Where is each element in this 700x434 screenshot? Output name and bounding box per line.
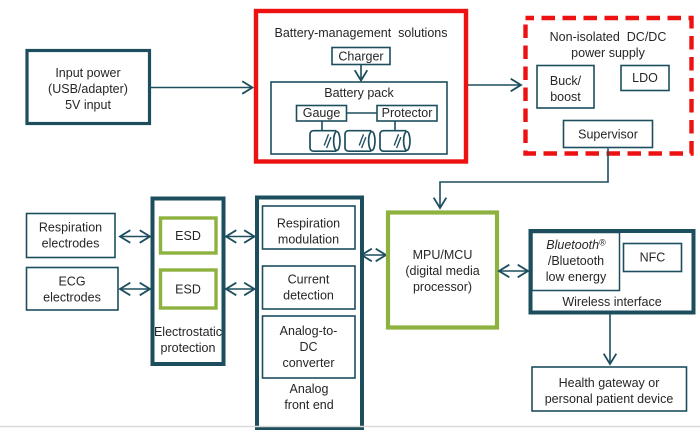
svg-text:Buck/: Buck/ [550,74,582,88]
svg-text:ESD: ESD [175,229,201,243]
svg-text:front end: front end [284,398,333,412]
svg-text:ECG: ECG [58,275,85,289]
svg-text:LDO: LDO [632,71,658,85]
svg-text:Wireless interface: Wireless interface [562,295,661,309]
svg-text:Input power: Input power [55,66,120,80]
svg-text:Analog: Analog [290,382,329,396]
svg-text:boost: boost [550,90,581,104]
svg-text:processor): processor) [413,280,472,294]
svg-text:Supervisor: Supervisor [578,128,638,142]
svg-text:low energy: low energy [546,270,607,284]
svg-text:Bluetooth®: Bluetooth® [546,238,606,253]
svg-text:Protector: Protector [382,106,433,120]
svg-text:electrodes: electrodes [42,237,100,251]
svg-text:Charger: Charger [338,50,383,64]
svg-text:Analog-to-: Analog-to- [280,324,338,338]
svg-text:(digital media: (digital media [405,264,479,278]
svg-text:ESD: ESD [175,283,201,297]
svg-text:Electrostatic: Electrostatic [154,325,222,339]
svg-text:DC: DC [299,340,317,354]
svg-text:electrodes: electrodes [43,291,101,305]
svg-text:5V input: 5V input [65,98,111,112]
svg-text:MPU/MCU: MPU/MCU [413,248,473,262]
svg-text:converter: converter [282,356,334,370]
svg-text:Battery-management solutions: Battery-management solutions [274,26,447,40]
svg-text:Respiration: Respiration [277,217,340,231]
svg-text:personal patient device: personal patient device [545,392,674,406]
svg-text:protection: protection [161,341,216,355]
svg-text:Gauge: Gauge [303,106,341,120]
svg-text:Current: Current [288,273,330,287]
svg-text:NFC: NFC [640,251,666,265]
svg-text:Non-isolated DC/DC: Non-isolated DC/DC [550,30,667,44]
svg-text:Health gateway or: Health gateway or [559,376,660,390]
svg-text:detection: detection [283,289,334,303]
svg-text:/Bluetooth: /Bluetooth [548,254,604,268]
svg-text:power supply: power supply [571,46,645,60]
svg-text:Respiration: Respiration [39,221,102,235]
svg-text:modulation: modulation [278,233,339,247]
svg-text:(USB/adapter): (USB/adapter) [48,82,128,96]
svg-text:Battery pack: Battery pack [324,86,394,100]
